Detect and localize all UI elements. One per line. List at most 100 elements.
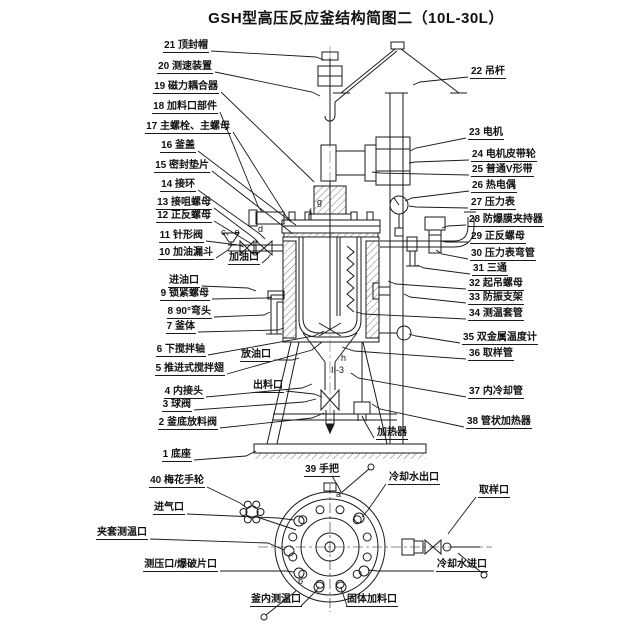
part-label: 37 内冷却管: [468, 386, 524, 399]
part-label: 进油口: [168, 275, 200, 288]
part-label: 17 主螺栓、主螺母: [145, 121, 231, 134]
part-label: 18 加料口部件: [152, 101, 218, 114]
part-label: 34 测温套管: [468, 308, 524, 321]
part-label: 24 电机皮带轮: [471, 149, 537, 162]
leader-line: [205, 383, 313, 398]
part-label: 8 90°弯头: [166, 306, 212, 319]
leader-line: [220, 570, 295, 573]
leader-line: [440, 240, 468, 243]
drawing-annotation: h: [341, 353, 347, 363]
part-label: 16 釜盖: [160, 140, 196, 153]
leader-line: [355, 311, 467, 320]
part-label: 21 顶封帽: [163, 40, 209, 53]
leader-line: [404, 190, 470, 202]
leader-line: [416, 264, 471, 275]
leader-line: [261, 254, 271, 264]
leader-line: [219, 412, 325, 429]
leader-line: [412, 76, 469, 86]
drawing-annotation: a: [336, 489, 342, 499]
part-label: 12 正反螺母: [156, 210, 212, 223]
leader-line: [206, 486, 249, 510]
leader-line: [210, 50, 325, 61]
motor-assembly: [320, 136, 411, 186]
part-label: 35 双金属温度计: [462, 332, 538, 345]
leader-line: [371, 403, 465, 428]
leader-line: [197, 327, 285, 333]
part-label: 测压口/爆破片口: [143, 559, 218, 572]
leader-line: [331, 475, 342, 493]
diagram-title: GSH型高压反应釜结构简图二（10L-30L）: [208, 10, 504, 27]
leader-line: [408, 333, 461, 344]
part-label: 固体加料口: [346, 594, 398, 607]
part-label: 30 压力表弯管: [470, 248, 536, 261]
part-label: 23 电机: [468, 127, 504, 140]
part-label: 25 普通V形带: [471, 164, 534, 177]
leader-line: [213, 220, 255, 247]
part-label: 放油口: [240, 349, 272, 362]
drawing-annotation: g: [317, 197, 323, 207]
part-label: 6 下搅拌轴: [155, 344, 206, 357]
part-label: 40 梅花手轮: [149, 475, 205, 488]
part-label: 冷却水出口: [388, 472, 440, 485]
leader-line: [408, 205, 469, 209]
leader-line: [408, 159, 470, 164]
leader-line: [219, 111, 263, 213]
leader-line: [232, 131, 292, 222]
leader-line: [361, 415, 375, 439]
leader-line: [213, 311, 271, 318]
drawing-annotation: f: [309, 207, 312, 217]
drawing-annotation: II-3: [331, 365, 345, 375]
leader-line: [300, 586, 320, 607]
part-label: 32 起吊螺母: [468, 278, 524, 291]
part-label: 31 三通: [472, 263, 508, 276]
leader-line: [201, 285, 257, 292]
part-label: 5 推进式搅拌翅: [154, 363, 225, 376]
part-label: 13 接咀螺母: [156, 197, 212, 210]
part-label: 出料口: [252, 380, 284, 393]
part-label: 26 热电偶: [471, 180, 517, 193]
leader-line: [215, 244, 233, 259]
part-label: 38 管状加热器: [466, 416, 532, 429]
leader-line: [193, 398, 317, 411]
magnetic-coupler: [308, 185, 352, 221]
part-label: 加油口: [228, 252, 260, 265]
leader-line: [197, 189, 266, 240]
part-label: 2 釜底放料阀: [157, 417, 218, 430]
part-label: 14 接环: [160, 179, 196, 192]
leader-lines: [149, 50, 477, 607]
leader-line: [274, 357, 300, 361]
leader-line: [341, 346, 467, 360]
drawing-annotation: d: [258, 224, 264, 234]
leader-line: [435, 249, 469, 260]
part-label: 3 球阀: [161, 399, 192, 412]
part-label: 22 吊杆: [470, 66, 506, 79]
leader-line: [367, 569, 434, 572]
leader-line: [211, 170, 294, 235]
kettle-lid: [281, 211, 381, 238]
part-label: 加热器: [376, 427, 408, 440]
part-label: 11 针形阀: [158, 230, 204, 243]
drawing-annotation: c、e: [221, 227, 240, 237]
leader-line: [371, 171, 470, 176]
leader-line: [197, 150, 297, 226]
part-label: 33 防振支架: [468, 292, 524, 305]
leader-line: [211, 296, 273, 300]
part-label: 36 取样管: [468, 348, 514, 361]
leader-line: [350, 372, 467, 398]
flange-top-view: [239, 463, 492, 621]
part-label: 4 内接头: [163, 386, 204, 399]
part-label: 7 釜体: [165, 321, 196, 334]
leader-line: [226, 341, 323, 375]
part-label: 20 测速装置: [157, 61, 213, 74]
drawing-annotation: b: [298, 576, 304, 586]
part-label: 28 防爆膜夹持器: [468, 214, 544, 227]
part-label: 39 手把: [304, 464, 340, 477]
part-label: 27 压力表: [470, 197, 516, 210]
leader-line: [447, 496, 477, 535]
part-label: 1 底座: [161, 449, 192, 462]
leader-line: [361, 483, 387, 518]
kettle-body: [282, 220, 380, 435]
